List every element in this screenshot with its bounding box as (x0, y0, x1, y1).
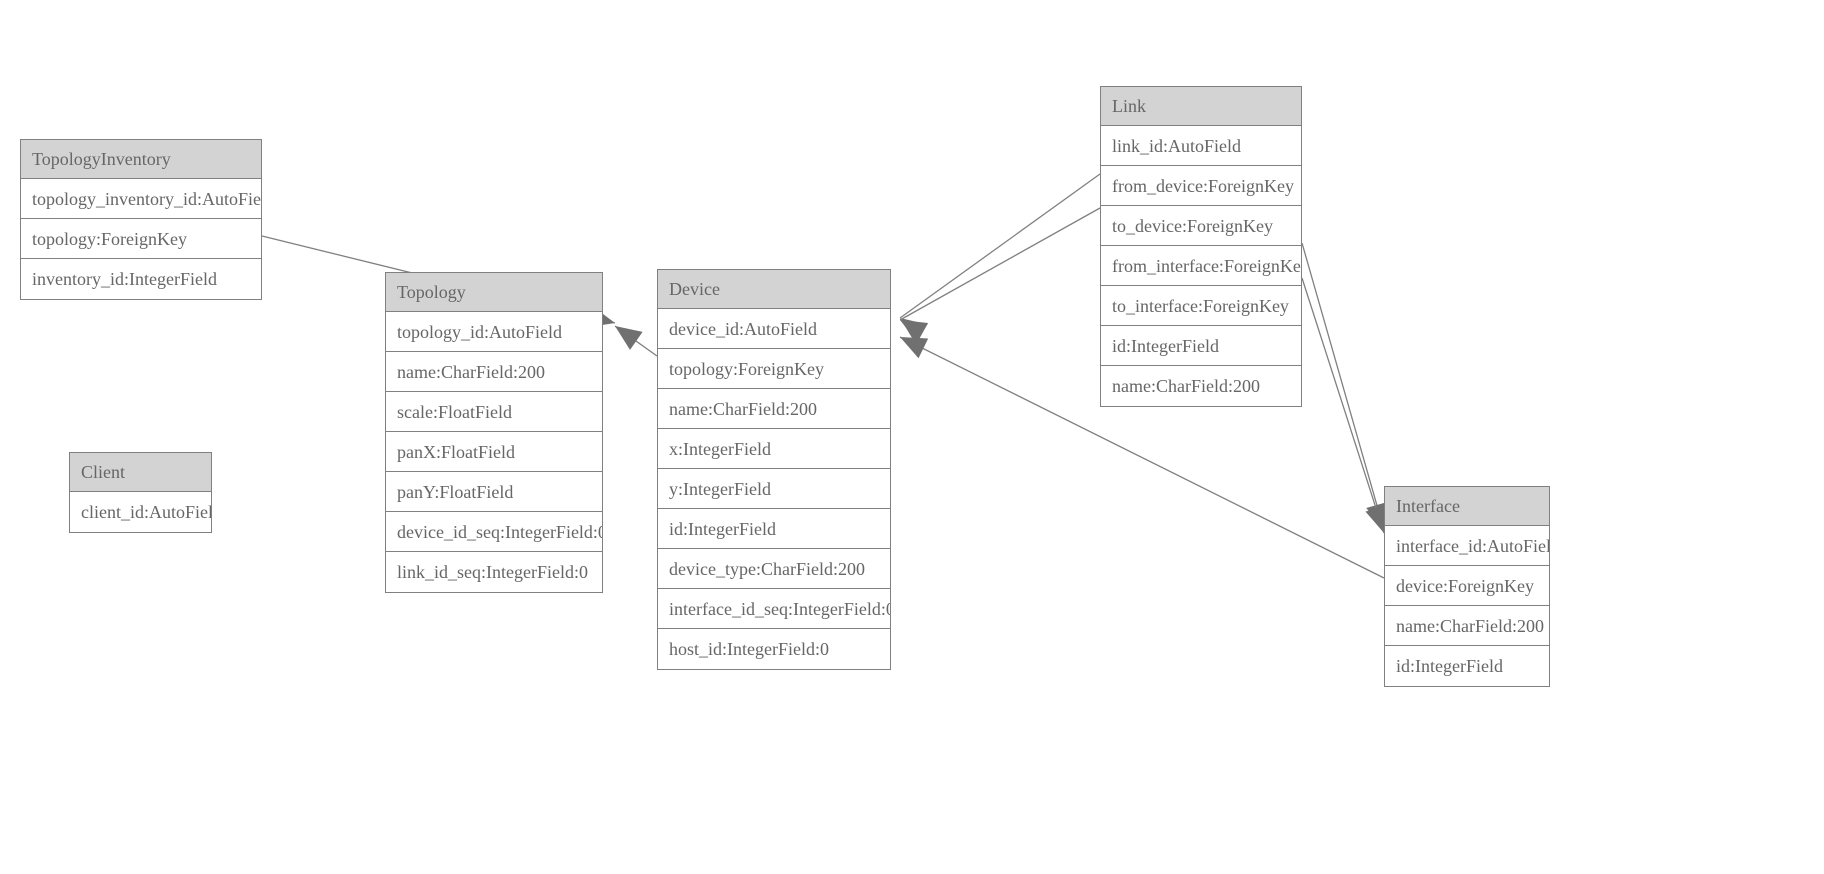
relationship-arrowhead-icon (615, 326, 643, 350)
entity-field: device_id:AutoField (658, 309, 890, 349)
rel-link-device-to (899, 207, 1101, 343)
rel-device-topology (614, 325, 658, 357)
entity-field: name:CharField:200 (1385, 606, 1549, 646)
rel-link-interface-to (1301, 277, 1387, 534)
rel-link-interface-from (1301, 242, 1388, 531)
entity-field: inventory_id:IntegerField (21, 259, 261, 299)
entity-field: client_id:AutoField (70, 492, 211, 532)
entity-field: to_interface:ForeignKey (1101, 286, 1301, 326)
entity-field: topology_id:AutoField (386, 312, 602, 352)
entity-field: name:CharField:200 (386, 352, 602, 392)
entity-field: name:CharField:200 (1101, 366, 1301, 406)
entity-field: id:IntegerField (658, 509, 890, 549)
entity-title-client: Client (70, 453, 211, 492)
entity-field: host_id:IntegerField:0 (658, 629, 890, 669)
entity-field: device:ForeignKey (1385, 566, 1549, 606)
entity-field: id:IntegerField (1385, 646, 1549, 686)
entity-field: device_id_seq:IntegerField:0 (386, 512, 602, 552)
rel-link-device-from (899, 173, 1101, 343)
entity-field: scale:FloatField (386, 392, 602, 432)
entity-field: panX:FloatField (386, 432, 602, 472)
entity-field: name:CharField:200 (658, 389, 890, 429)
entity-field: link_id:AutoField (1101, 126, 1301, 166)
relationship-arrowhead-icon (900, 337, 929, 359)
entity-title-link: Link (1101, 87, 1301, 126)
entity-field: id:IntegerField (1101, 326, 1301, 366)
entity-field: from_device:ForeignKey (1101, 166, 1301, 206)
entity-title-topology_inventory: TopologyInventory (21, 140, 261, 179)
relationship-arrowhead-icon (900, 318, 928, 343)
entity-field: device_type:CharField:200 (658, 549, 890, 589)
entity-title-topology: Topology (386, 273, 602, 312)
entity-field: interface_id:AutoField (1385, 526, 1549, 566)
entity-field: interface_id_seq:IntegerField:0 (658, 589, 890, 629)
entity-field: topology:ForeignKey (21, 219, 261, 259)
entity-field: topology:ForeignKey (658, 349, 890, 389)
entity-field: y:IntegerField (658, 469, 890, 509)
entity-field: to_device:ForeignKey (1101, 206, 1301, 246)
relationship-arrowhead-icon (900, 320, 929, 343)
entity-field: topology_inventory_id:AutoField (21, 179, 261, 219)
entity-field: from_interface:ForeignKey (1101, 246, 1301, 286)
entity-field: x:IntegerField (658, 429, 890, 469)
entity-title-device: Device (658, 270, 890, 309)
entity-title-interface: Interface (1385, 487, 1549, 526)
entity-field: link_id_seq:IntegerField:0 (386, 552, 602, 592)
entity-field: panY:FloatField (386, 472, 602, 512)
